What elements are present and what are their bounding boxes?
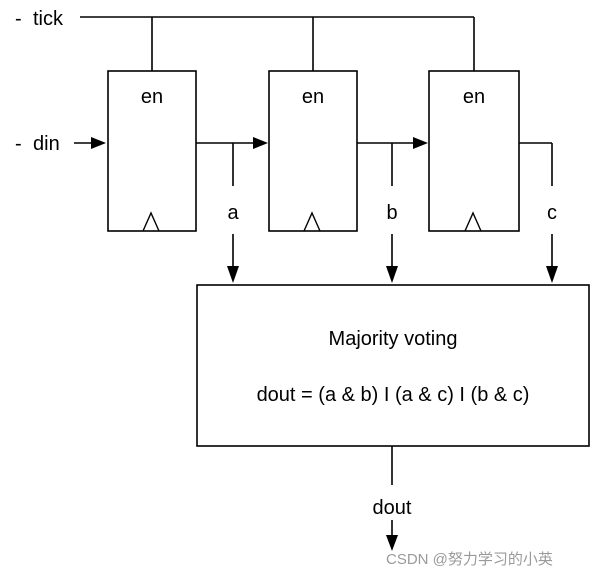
register-2-clock-marker: [303, 211, 321, 232]
register-1-clock-marker: [142, 211, 160, 232]
tick-input-label: tick: [33, 8, 64, 30]
signal-a-label: a: [227, 202, 239, 224]
tick-marker: -: [15, 8, 22, 30]
din-wire: [74, 137, 106, 149]
majority-voter-block: Majority voting dout = (a & b) I (a & c)…: [196, 284, 590, 447]
din-marker: -: [15, 133, 22, 155]
register-1: en: [107, 70, 197, 232]
register-2: en: [268, 70, 358, 232]
signal-c-label: c: [547, 202, 557, 224]
signal-a-wire: [196, 137, 268, 283]
register-1-enable-label: en: [141, 86, 163, 108]
voter-equation: dout = (a & b) I (a & c) I (b & c): [257, 384, 530, 406]
din-input-label: din: [33, 133, 60, 155]
register-3-enable-label: en: [463, 86, 485, 108]
register-3-clock-marker: [464, 211, 482, 232]
signal-b-wire: [357, 137, 428, 283]
watermark-text: CSDN @努力学习的小英: [386, 550, 553, 568]
dout-output-label: dout: [373, 497, 412, 519]
signal-c-wire: [519, 142, 558, 283]
register-3: en: [428, 70, 520, 232]
signal-b-label: b: [386, 202, 397, 224]
dout-wire: [386, 446, 398, 551]
tick-wire: [80, 16, 475, 71]
register-2-enable-label: en: [302, 86, 324, 108]
voter-title: Majority voting: [329, 328, 458, 350]
